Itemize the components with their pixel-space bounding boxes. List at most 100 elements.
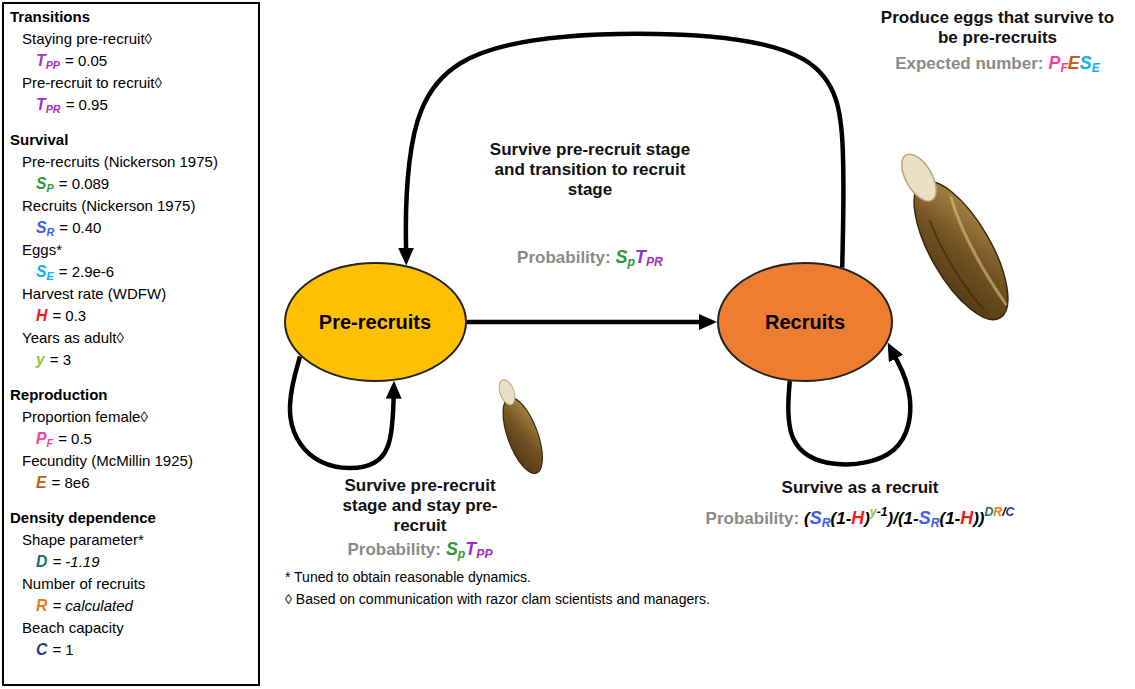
parameter-name: Beach capacity [22, 619, 124, 636]
panel-row: Pre-recruit to recruit◊ [10, 72, 252, 94]
panel-row: Recruits (Nickerson 1975) [10, 195, 252, 217]
ellipse-fill [718, 263, 892, 381]
stage-name: Pre-recruits [319, 311, 431, 334]
symbol: S [446, 539, 458, 559]
panel-row: Shape parameter* [10, 529, 252, 551]
parameter-name: Pre-recruit to recruit◊ [22, 74, 162, 91]
symbol: E [1068, 53, 1080, 73]
superscript: D [984, 505, 993, 519]
symbol: T [635, 247, 646, 267]
symbol: H [960, 508, 973, 528]
panel-row: y= 3 [10, 349, 252, 371]
panel-row: H = 0.3 [10, 305, 252, 327]
stage-name: Recruits [765, 311, 845, 334]
symbol-subscript: P [47, 182, 54, 194]
formula-caption: Probability: [706, 509, 800, 528]
panel-row: Pre-recruits (Nickerson 1975) [10, 151, 252, 173]
symbol: R [36, 597, 47, 614]
panel-row: Survival [10, 129, 252, 151]
symbol: T [36, 52, 46, 69]
panel-row: TPP= 0.05 [10, 50, 252, 72]
symbol-subscript: E [1092, 61, 1100, 75]
parameter-panel: TransitionsStaying pre-recruit◊TPP= 0.05… [2, 2, 260, 686]
symbol-subscript: p [458, 547, 465, 561]
superscript: R [993, 505, 1002, 519]
symbol: T [465, 539, 476, 559]
parameter-value: = 0.40 [59, 219, 101, 236]
symbol-subscript: R [822, 516, 831, 530]
symbol: y [36, 351, 45, 368]
symbol: S [1080, 53, 1092, 73]
symbol: P [1048, 53, 1060, 73]
parameter-value: = calculated [52, 597, 132, 614]
parameter-name: Fecundity (McMillin 1925) [22, 452, 193, 469]
symbol: H [36, 307, 47, 324]
symbol-subscript: R [931, 516, 940, 530]
parameter-value: = 0.089 [59, 175, 109, 192]
symbol: S [919, 508, 931, 528]
section-heading: Survival [10, 131, 68, 148]
panel-row: C= 1 [10, 639, 252, 661]
panel-row: Harvest rate (WDFW) [10, 283, 252, 305]
parameter-value: = -1.19 [52, 553, 99, 570]
formula-term: (1- [939, 509, 960, 528]
parameter-name: Eggs* [22, 241, 62, 258]
parameter-name: Staying pre-recruit◊ [22, 30, 152, 47]
symbol: P [36, 430, 47, 447]
parameter-value: = 0.05 [65, 52, 107, 69]
parameter-value: = 2.9e-6 [59, 263, 114, 280]
symbol: C [36, 641, 47, 658]
symbol-subscript: PP [476, 547, 492, 561]
parameter-value: = 8e6 [52, 474, 90, 491]
panel-row: Density dependence [10, 507, 252, 529]
panel-row: Years as adult◊ [10, 327, 252, 349]
stage-ellipse: Pre-recruits [284, 262, 467, 382]
superscript: / [1002, 505, 1005, 519]
edge-label: Produce eggs that survive to be pre-recr… [880, 8, 1115, 48]
panel-row: Fecundity (McMillin 1925) [10, 450, 252, 472]
superscript: y [870, 505, 877, 519]
panel-row: Eggs* [10, 239, 252, 261]
symbol-subscript: F [47, 437, 54, 449]
formula-line: Probability:(SR(1-H)y-1)/(1-SR(1-H))DR/C [706, 501, 1015, 534]
formula-term: )/(1- [888, 509, 919, 528]
symbol: T [36, 96, 46, 113]
symbol: E [36, 474, 47, 491]
edge-label: Survive pre-recruit stage and transition… [475, 140, 705, 200]
footnote-line: ◊ Based on communication with razor clam… [285, 588, 710, 610]
parameter-value: = 0.95 [66, 96, 108, 113]
symbol-subscript: F [1060, 61, 1067, 75]
symbol: S [810, 508, 822, 528]
formula-line: Expected number:PFESE [895, 52, 1100, 79]
panel-row: PF= 0.5 [10, 428, 252, 450]
section-heading: Transitions [10, 8, 90, 25]
formula-caption: Expected number: [895, 54, 1043, 73]
parameter-name: Proportion female◊ [22, 408, 148, 425]
stage-ellipse: Recruits [717, 262, 893, 382]
footnote: * Tuned to obtain reasonable dynamics. [285, 569, 531, 585]
section-heading: Density dependence [10, 509, 156, 526]
flow-arrow [467, 320, 704, 325]
parameter-name: Recruits (Nickerson 1975) [22, 197, 195, 214]
ellipse-fill [285, 263, 466, 381]
panel-row: SP = 0.089 [10, 173, 252, 195]
symbol: S [36, 175, 47, 192]
superscript: -1 [877, 505, 888, 519]
parameter-name: Pre-recruits (Nickerson 1975) [22, 153, 218, 170]
parameter-name: Shape parameter* [22, 531, 144, 548]
panel-row: Staying pre-recruit◊ [10, 28, 252, 50]
symbol-subscript: PR [46, 103, 61, 115]
parameter-value: = 0.3 [52, 307, 86, 324]
symbol: D [36, 553, 47, 570]
symbol-subscript: E [47, 270, 54, 282]
formula-term: ) [864, 509, 870, 528]
formula-term: (1- [831, 509, 852, 528]
juvenile-clam [488, 375, 550, 478]
panel-row: E = 8e6 [10, 472, 252, 494]
section-heading: Reproduction [10, 386, 108, 403]
panel-row: Reproduction [10, 384, 252, 406]
panel-row: D = -1.19 [10, 551, 252, 573]
formula-line: Probability:SpTPR [517, 246, 663, 273]
flow-arrow [406, 34, 844, 268]
edge-label: Survive pre-recruit stage and stay pre-r… [320, 476, 520, 536]
